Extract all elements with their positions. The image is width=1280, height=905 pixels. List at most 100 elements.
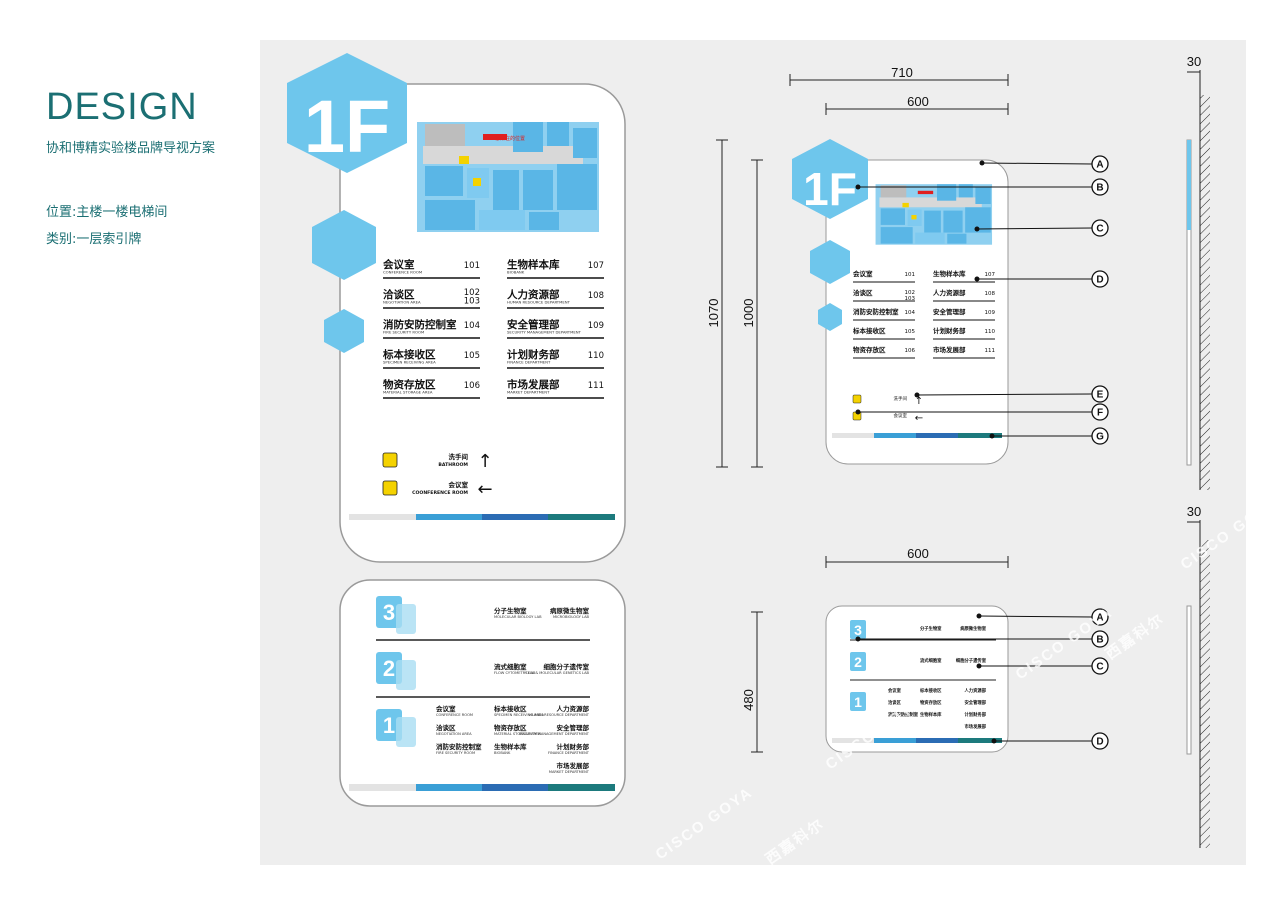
index-room-english: CONFERENCE ROOM <box>436 713 473 717</box>
dim-height-lower: 480 <box>741 689 756 711</box>
page-title: DESIGN <box>46 86 198 128</box>
index-room-english: SPECIMEN RECEIVING AREA <box>494 713 544 717</box>
mini-direction-name: 会议室 <box>894 412 908 419</box>
mini-index-room-name: 洽谈区 <box>888 699 902 706</box>
floor-badge <box>376 709 402 741</box>
index-room-name: 市场发展部 <box>557 761 590 770</box>
mini-index-room-name: 流式细胞室 <box>920 657 942 664</box>
map-you-are-here: 您所在的位置 <box>495 135 525 142</box>
mini-room-number: 103 <box>905 296 916 302</box>
mini-index-room-name: 病原微生物室 <box>960 625 986 632</box>
room-english: NEGOTIATION AREA <box>383 300 421 305</box>
callout-marker: E <box>914 385 1109 403</box>
mini-floor-number: 1 <box>854 694 862 710</box>
callout-letter: G <box>1096 432 1104 443</box>
mini-room-name: 市场发展部 <box>933 345 966 354</box>
room-number: 102 <box>464 288 480 298</box>
room-number: 105 <box>464 351 480 361</box>
mini-room-name: 人力资源部 <box>933 288 966 297</box>
dimension-lines-top <box>716 74 1009 468</box>
dim-width-outer: 710 <box>891 65 913 80</box>
index-room-name: 安全管理部 <box>557 723 590 732</box>
room-english: BIOBANK <box>507 270 525 275</box>
index-room-name: 病原微生物室 <box>550 606 590 615</box>
mini-room-number: 102 <box>905 290 916 296</box>
index-room-name: 物资存放区 <box>494 723 527 732</box>
mini-floor-badge <box>850 620 866 639</box>
direction-english: COONFERENCE ROOM <box>412 490 468 496</box>
mini-index-room-name: 消防安防控制室 <box>888 711 919 718</box>
mini-index-room-name: 细胞分子遗传室 <box>956 657 987 664</box>
index-room-english: BIOBANK <box>494 751 511 755</box>
callout-marker: G <box>989 427 1109 445</box>
restroom-icon <box>852 394 862 404</box>
index-room-english: FLOW CYTOMETRY LAB <box>494 671 536 675</box>
direction-arrow-icon: ↑ <box>477 451 492 472</box>
index-room-english: MOLECULAR BIOLOGY LAB <box>494 615 542 619</box>
mini-index-room-name: 标本接收区 <box>919 687 942 694</box>
index-room-name: 生物样本库 <box>494 742 527 751</box>
dim-height-outer: 1070 <box>706 299 721 328</box>
mini-index-room-name: 安全管理部 <box>965 699 987 706</box>
room-name: 生物样本库 <box>507 258 560 271</box>
mini-index-room-name: 分子生物室 <box>920 625 942 632</box>
index-room-name: 洽谈区 <box>436 723 456 732</box>
callout-marker: A <box>979 155 1109 173</box>
room-name: 物资存放区 <box>383 378 436 391</box>
room-name: 标本接收区 <box>382 348 436 361</box>
deco-hexagon <box>312 210 376 280</box>
mini-room-number: 104 <box>905 310 916 316</box>
callout-marker: D <box>974 270 1109 288</box>
room-name: 人力资源部 <box>507 288 560 301</box>
project-subtitle: 协和博精实验楼品牌导视方案 <box>46 141 216 156</box>
callout-marker: B <box>855 630 1109 648</box>
callout-marker: B <box>855 178 1109 196</box>
room-number: 101 <box>464 261 480 271</box>
mini-room-number: 106 <box>905 348 916 354</box>
floor-badge <box>376 596 402 628</box>
mini-room-name: 消防安防控制室 <box>853 307 899 316</box>
mini-floor-label: 1F <box>803 163 857 215</box>
meeting-icon <box>382 480 398 496</box>
index-room-name: 计划财务部 <box>557 742 590 751</box>
side-view-top <box>1186 70 1210 490</box>
mini-room-name: 会议室 <box>853 269 873 278</box>
mini-direction-arrow-icon: ↑ <box>915 396 923 407</box>
room-english: SECURITY MANAGEMENT DEPARTMENT <box>507 330 582 335</box>
mini-index-room-name: 人力资源部 <box>964 687 987 694</box>
mini-room-number: 105 <box>905 329 916 335</box>
floor-map: 您所在的位置 <box>413 118 603 236</box>
dim-width-lower: 600 <box>907 546 929 561</box>
index-room-english: FIRE SECURITY ROOM <box>436 751 475 755</box>
mini-room-number: 109 <box>985 310 996 316</box>
index-room-name: 人力资源部 <box>557 704 590 713</box>
room-number: 110 <box>588 351 604 361</box>
dim-width-inner: 600 <box>907 94 929 109</box>
mini-index-room-name: 生物样本库 <box>920 711 942 718</box>
mini-room-name: 洽谈区 <box>853 288 873 297</box>
index-room-english: CELL & MOLECULAR GENETICS LAB <box>525 671 589 675</box>
room-english: FIRE SECURITY ROOM <box>383 330 424 335</box>
callout-letter: F <box>1097 408 1103 419</box>
index-room-name: 消防安防控制室 <box>436 742 482 751</box>
index-room-english: MATERIAL STORAGE AREA <box>494 732 541 736</box>
mini-room-number: 111 <box>985 348 996 354</box>
mini-room-name: 生物样本库 <box>933 269 966 278</box>
floor-number: 1 <box>383 713 395 738</box>
direction-arrow-icon: ← <box>477 479 492 500</box>
floor-label: 1F <box>304 85 390 168</box>
mini-index-room-name: 物资存放区 <box>920 699 942 706</box>
index-room-english: FINANCE DEPARTMENT <box>548 751 590 755</box>
mini-room-name: 物资存放区 <box>853 345 886 354</box>
room-name: 会议室 <box>383 258 415 271</box>
floor-number: 3 <box>383 600 395 625</box>
